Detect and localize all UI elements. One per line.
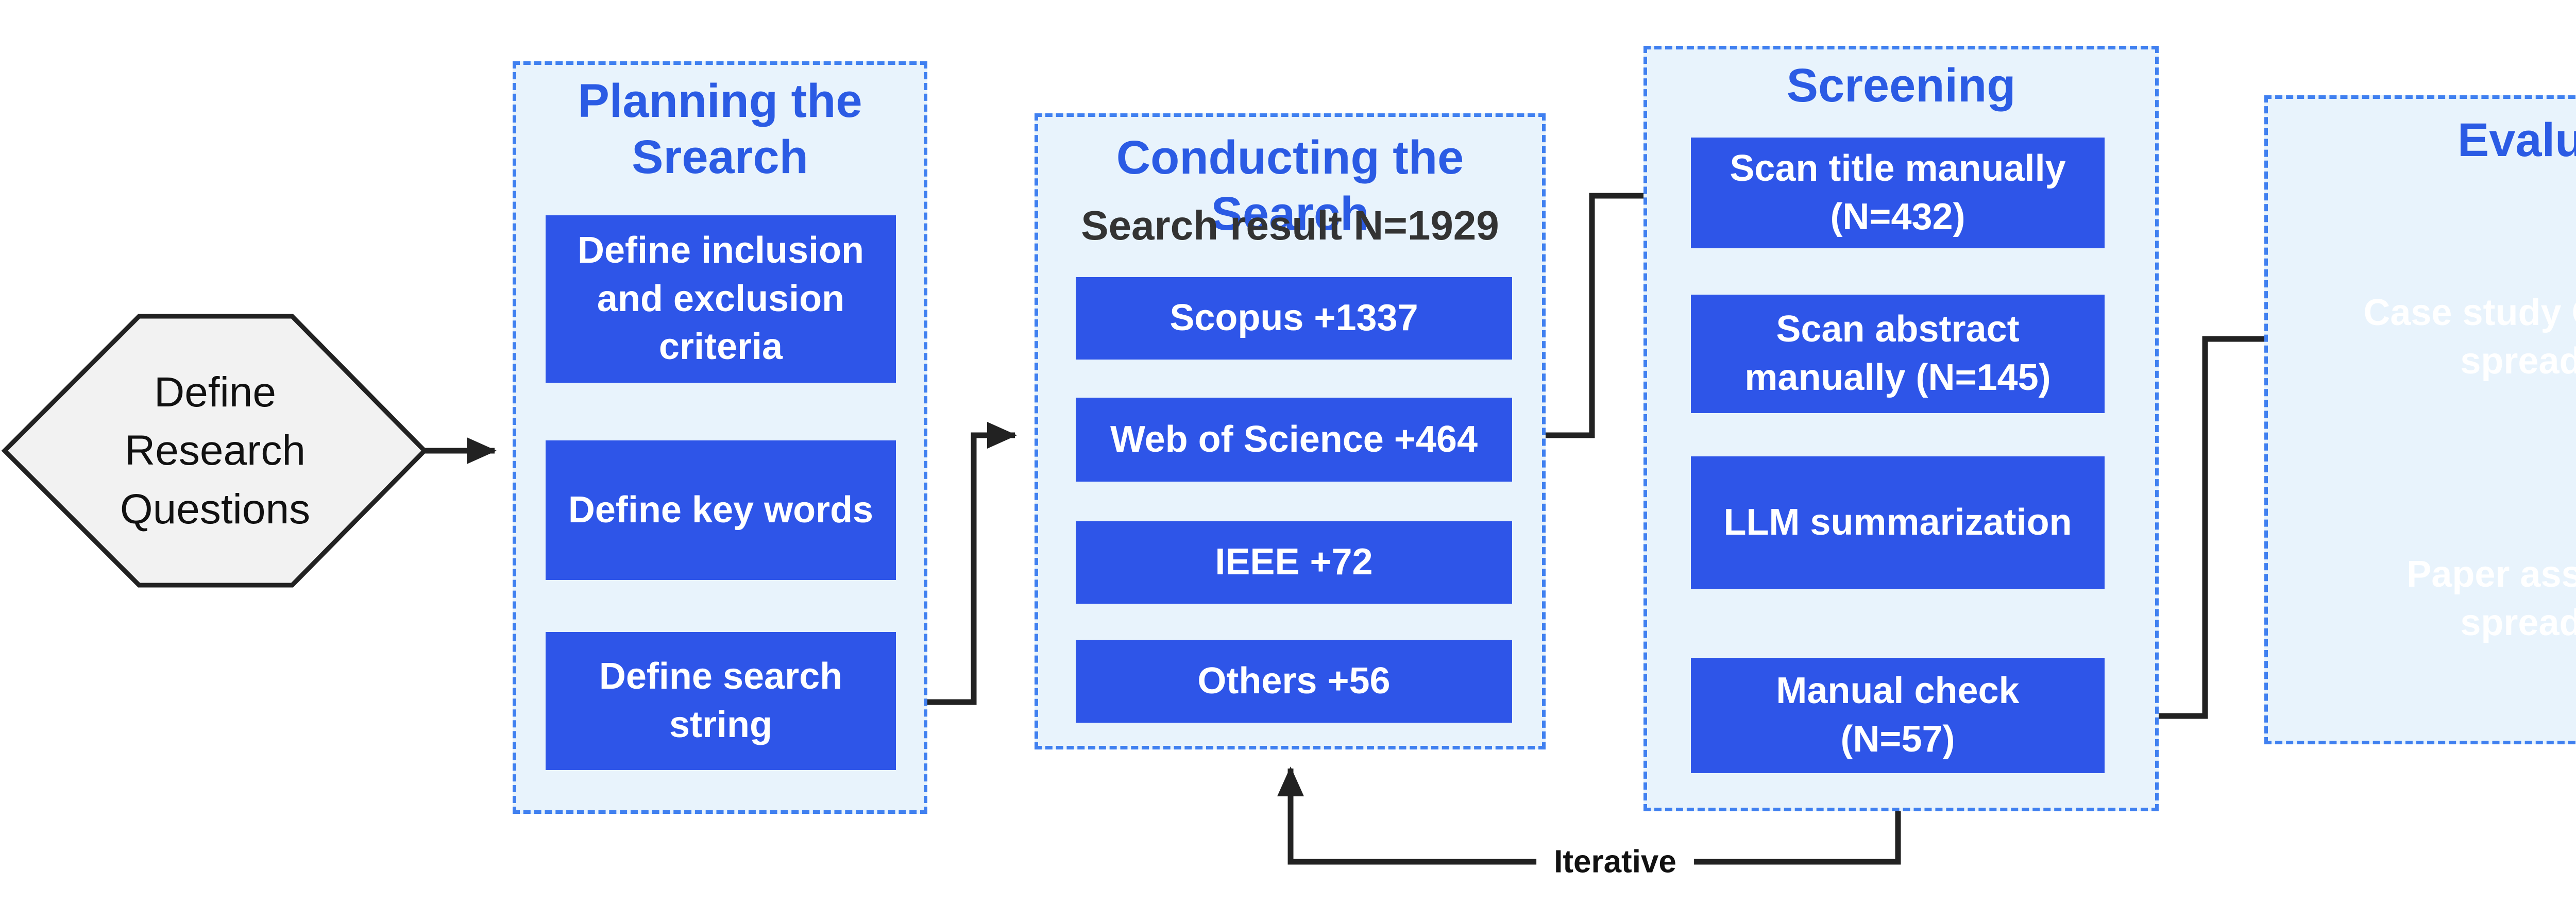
- planning-step-inclusion-exclusion: Define inclusion and exclusion criteria: [546, 215, 896, 383]
- source-wos-label: Web of Science +464: [1110, 418, 1478, 460]
- arrow-conducting-to-screening: [1546, 182, 1674, 438]
- planning-step1-line-3: criteria: [658, 326, 783, 368]
- screening-step-scan-abstract: Scan abstract manually (N=145): [1691, 295, 2105, 413]
- screening-step3-line-1: LLM summarization: [1723, 501, 2072, 543]
- conducting-panel-title: Conducting the Search: [1116, 131, 1464, 240]
- screening-panel-title: Screening: [1786, 59, 2016, 112]
- start-hexagon-label: Define Research Questions: [57, 361, 374, 541]
- planning-step3-line-1: Define search: [599, 656, 843, 697]
- screening-step2-line-1: Scan abstract: [1776, 309, 2020, 350]
- screening-step1-line-2: (N=432): [1830, 196, 1965, 237]
- source-ieee-label: IEEE +72: [1215, 541, 1373, 583]
- planning-step1-line-2: and exclusion: [597, 278, 845, 319]
- sheet2-line-1: Paper assessment: [2406, 553, 2576, 595]
- source-others: Others +56: [1076, 640, 1512, 723]
- screening-step4-line-1: Manual check: [1776, 670, 2020, 712]
- screening-step-scan-title: Scan title manually (N=432): [1691, 138, 2105, 248]
- start-line-2: Research: [125, 427, 306, 474]
- sheet1-line-1: Case study CPS details: [2363, 292, 2576, 334]
- screening-step1-line-1: Scan title manually: [1730, 147, 2066, 189]
- start-line-1: Define: [154, 369, 277, 416]
- planning-step1-line-1: Define inclusion: [577, 230, 865, 271]
- planning-title-line-1: Planning the: [578, 75, 862, 127]
- screening-step-llm-summarization: LLM summarization: [1691, 456, 2105, 589]
- start-line-3: Questions: [120, 485, 311, 533]
- evaluating-panel: [2264, 95, 2576, 744]
- source-web-of-science: Web of Science +464: [1076, 398, 1512, 482]
- sheet2-line-2: spreadsheet: [2460, 602, 2576, 643]
- conducting-subtitle: Search result N=1929: [1081, 202, 1499, 248]
- arrow-planning-to-conducting: [897, 422, 1017, 705]
- planning-step-key-words: Define key words: [546, 440, 896, 580]
- screening-step4-line-2: (N=57): [1840, 719, 1955, 760]
- iterative-feedback-label: Iterative: [1536, 843, 1694, 880]
- source-ieee: IEEE +72: [1076, 521, 1512, 604]
- planning-step2-line-1: Define key words: [568, 489, 874, 531]
- evaluating-panel-title: Evaluating: [2457, 114, 2576, 166]
- source-scopus-label: Scopus +1337: [1170, 297, 1418, 339]
- paper-assessment-spreadsheet-label: Paper assessment spreadsheet: [2329, 520, 2576, 678]
- planning-step3-line-2: string: [669, 704, 772, 745]
- planning-title-line-2: Srearch: [632, 130, 808, 183]
- source-scopus: Scopus +1337: [1076, 277, 1512, 360]
- screening-step-manual-check: Manual check (N=57): [1691, 658, 2105, 773]
- case-study-spreadsheet-label: Case study CPS details spreadsheet: [2329, 260, 2576, 415]
- sheet1-line-2: spreadsheet: [2460, 340, 2576, 382]
- source-others-label: Others +56: [1197, 660, 1391, 702]
- planning-step-search-string: Define search string: [546, 632, 896, 770]
- planning-panel-title: Planning the Srearch: [513, 73, 927, 185]
- screening-step2-line-2: manually (N=145): [1744, 357, 2051, 398]
